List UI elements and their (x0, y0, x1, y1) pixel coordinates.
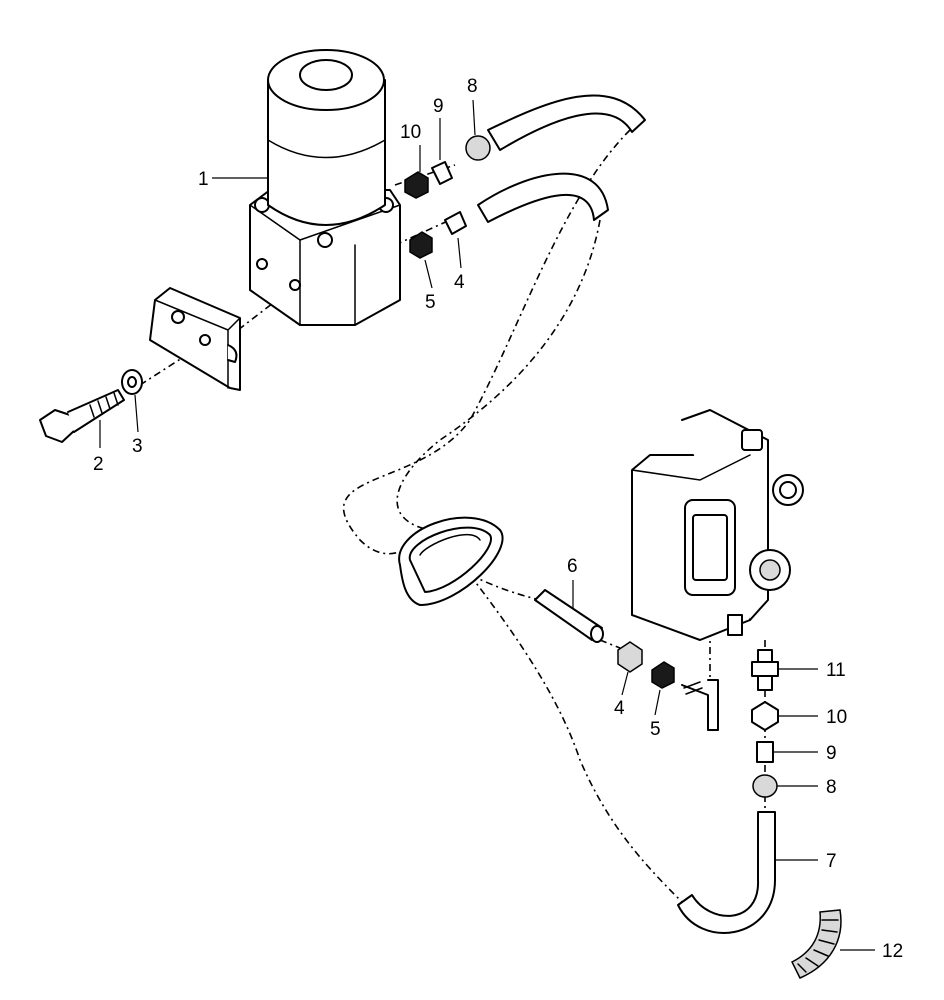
reservoir-tank (631, 409, 804, 641)
callout-labels: 1 2 3 10 9 8 5 4 6 4 5 11 10 9 8 7 12 (93, 76, 903, 962)
leader-lines (99, 99, 875, 951)
short-hose (534, 589, 604, 643)
callout-8-upper: 8 (467, 76, 478, 97)
upper-fittings (404, 135, 491, 259)
mounting-plate (149, 287, 241, 391)
callout-10-lower: 10 (826, 707, 847, 728)
callout-7: 7 (826, 851, 837, 872)
callout-5-upper: 5 (425, 292, 436, 313)
lower-fittings (617, 641, 719, 731)
callout-9-lower: 9 (826, 743, 837, 764)
callout-3: 3 (132, 436, 143, 457)
right-fittings (751, 649, 779, 798)
callout-5-lower: 5 (650, 719, 661, 740)
upper-hoses (477, 94, 646, 223)
callout-8-lower: 8 (826, 777, 837, 798)
grommet (398, 516, 504, 606)
callout-10-upper: 10 (400, 122, 421, 143)
callout-9-upper: 9 (433, 96, 444, 117)
callout-11: 11 (826, 660, 846, 681)
corrugated-hose (790, 909, 842, 979)
callout-6: 6 (567, 556, 578, 577)
bolt (39, 389, 125, 443)
washer (121, 369, 143, 395)
callout-1: 1 (198, 169, 209, 190)
callout-12: 12 (882, 941, 903, 962)
lower-bent-hose (677, 811, 776, 934)
callout-2: 2 (93, 454, 104, 475)
callout-4-upper: 4 (454, 272, 465, 293)
pump-motor-assembly (249, 49, 401, 326)
callout-4-lower: 4 (614, 698, 625, 719)
